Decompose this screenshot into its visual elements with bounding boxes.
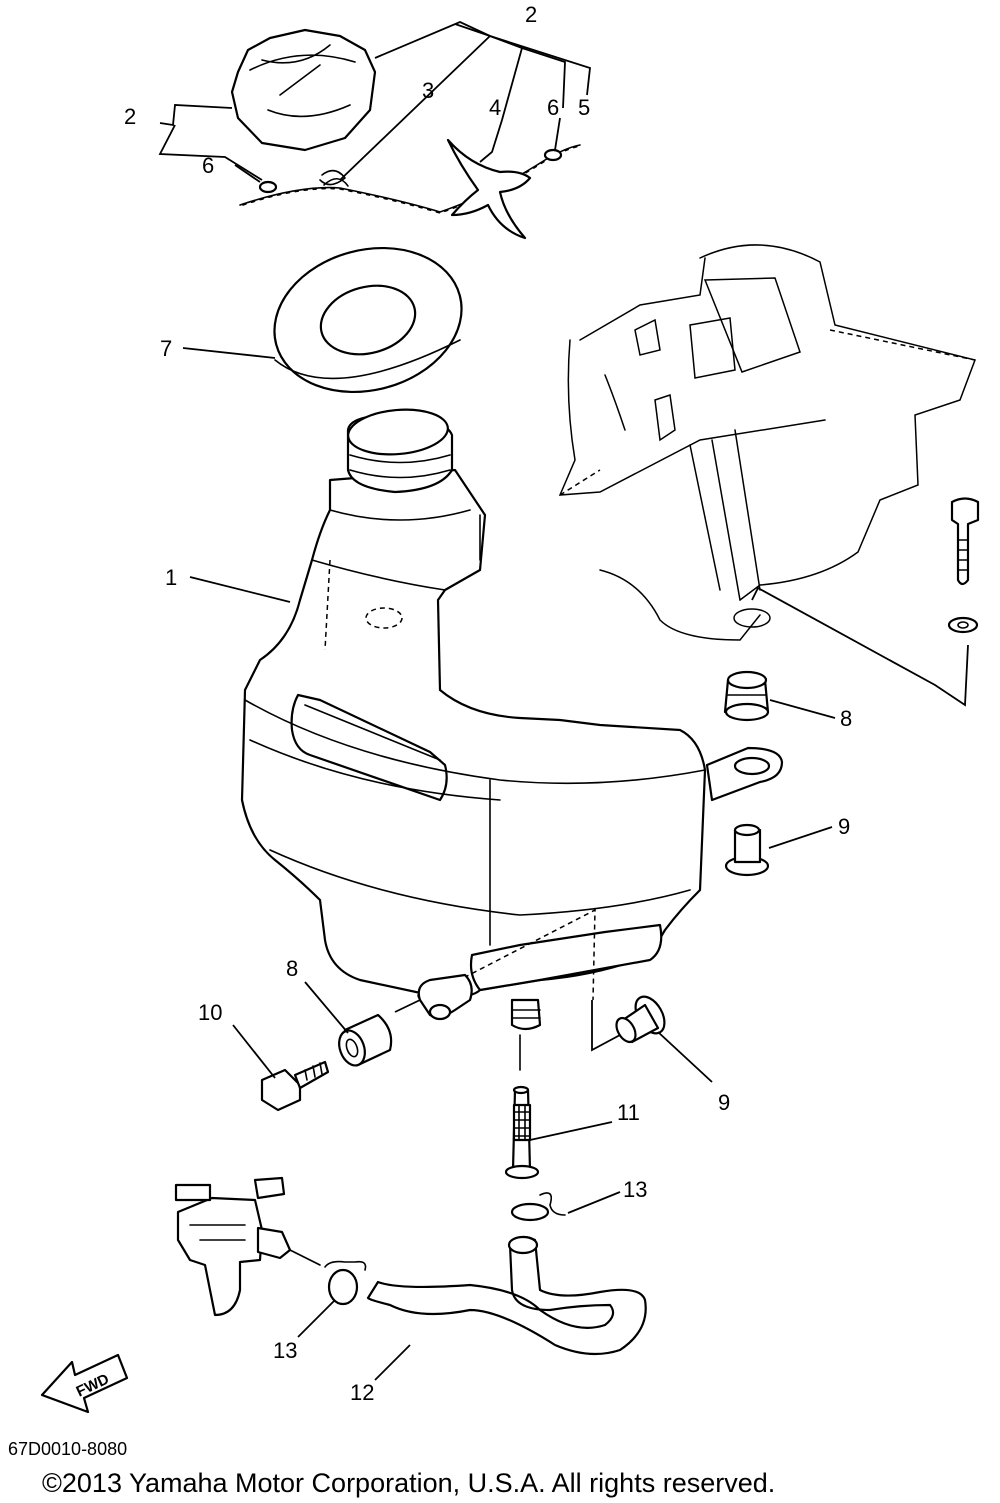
fuel-cock	[174, 1176, 321, 1317]
callout-numbers: 2 2 3 4 5 6 6 7 1 8 9 8 10 9 11 13 13 12	[124, 2, 852, 1405]
callout-8-lower: 8	[286, 956, 298, 981]
callout-4: 4	[489, 95, 501, 120]
filler-cap	[230, 28, 377, 152]
callout-13-upper: 13	[623, 1177, 647, 1202]
gasket	[273, 246, 463, 394]
callout-12: 12	[350, 1380, 374, 1405]
callout-5: 5	[578, 95, 590, 120]
callout-6-right: 6	[547, 95, 559, 120]
mounting-bolt	[260, 1060, 330, 1112]
fuel-hose	[366, 1235, 647, 1356]
diagram-code: 67D0010-8080	[8, 1439, 127, 1459]
callout-8-upper: 8	[840, 706, 852, 731]
fuel-filter	[504, 1085, 540, 1180]
callout-9-lower: 9	[718, 1090, 730, 1115]
callout-1: 1	[165, 565, 177, 590]
hose-clip-upper	[510, 1192, 566, 1222]
callout-11: 11	[617, 1100, 640, 1125]
grommet-upper	[723, 670, 770, 722]
cap-tether-chain	[239, 138, 581, 240]
grommet-lower	[338, 1013, 393, 1067]
leader-lines	[158, 21, 836, 1381]
callout-7: 7	[160, 336, 172, 361]
callout-6-left: 6	[202, 153, 214, 178]
forward-direction-arrow: FWD	[40, 1353, 129, 1414]
collar-lower	[591, 995, 666, 1052]
copyright-notice: ©2013 Yamaha Motor Corporation, U.S.A. A…	[42, 1468, 775, 1498]
bracket-bolt-and-washer	[751, 497, 980, 707]
callout-2-top: 2	[525, 2, 537, 27]
fuel-tank	[240, 408, 784, 1071]
callout-13-lower: 13	[273, 1338, 297, 1363]
callout-10: 10	[198, 1000, 222, 1025]
hose-clip-lower	[324, 1260, 367, 1306]
callout-9-upper: 9	[838, 814, 850, 839]
engine-bracket-drawing	[558, 244, 976, 641]
collar-upper	[724, 823, 770, 877]
callout-3: 3	[422, 78, 434, 103]
callout-2-left: 2	[124, 104, 136, 129]
